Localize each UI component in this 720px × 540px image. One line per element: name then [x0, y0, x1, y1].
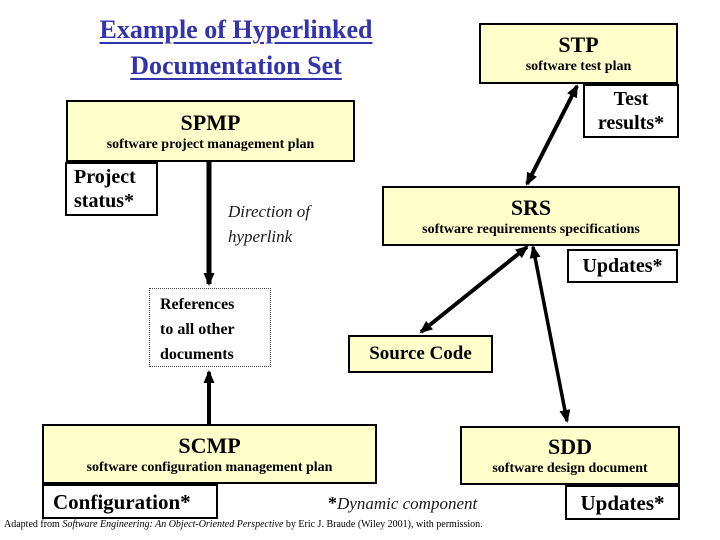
dynamic-component-note: *Dynamic component: [328, 493, 528, 514]
slide-title-line2: Documentation Set: [130, 51, 342, 80]
box-configuration: Configuration*: [42, 484, 218, 519]
box-updates-srs: Updates*: [567, 249, 678, 283]
box-updates-sdd: Updates*: [565, 485, 680, 520]
project-status-line2: status*: [74, 190, 135, 212]
test-results-line1: Test: [613, 88, 649, 110]
box-sdd-fullname: software design document: [492, 461, 648, 476]
box-test-results: Test results*: [583, 84, 679, 138]
references-line2: to all other: [160, 321, 235, 338]
box-scmp: SCMP software configuration management p…: [42, 424, 377, 484]
updates-sdd-label: Updates*: [580, 490, 665, 515]
box-project-status: Project status*: [65, 162, 158, 216]
references-line1: References: [160, 296, 235, 313]
box-scmp-abbr: SCMP: [178, 432, 241, 458]
dynamic-note-text: Dynamic component: [337, 494, 478, 513]
direction-label-line2: hyperlink: [228, 227, 293, 246]
box-sdd-abbr: SDD: [547, 434, 592, 459]
box-references: References to all other documents: [149, 288, 271, 367]
box-scmp-fullname: software configuration management plan: [86, 459, 333, 475]
box-source-code: Source Code: [348, 335, 493, 373]
box-spmp-abbr: SPMP: [180, 109, 241, 135]
updates-srs-label: Updates*: [582, 255, 663, 277]
attribution-prefix: Adapted from: [4, 519, 63, 530]
arrow-srs-sdd: [529, 245, 571, 423]
project-status-line1: Project: [74, 166, 136, 188]
box-srs: SRS software requirements specifications: [382, 186, 680, 246]
slide-title: Example of Hyperlinked Documentation Set: [58, 12, 414, 84]
direction-label-line1: Direction of: [228, 202, 310, 221]
arrow-stp-srs: [525, 84, 579, 186]
references-line3: documents: [160, 346, 234, 363]
configuration-label: Configuration*: [53, 489, 191, 514]
attribution-suffix: by Eric J. Braude (Wiley 2001), with per…: [283, 519, 483, 530]
dynamic-note-asterisk: *: [328, 493, 337, 513]
slide-title-line1: Example of Hyperlinked: [99, 15, 373, 44]
box-stp-fullname: software test plan: [525, 59, 632, 74]
box-stp-abbr: STP: [558, 32, 599, 57]
box-stp: STP software test plan: [479, 23, 678, 84]
direction-of-hyperlink-label: Direction of hyperlink: [228, 199, 358, 249]
test-results-line2: results*: [597, 112, 665, 134]
arrow-srs-source-code: [419, 245, 529, 334]
box-sdd: SDD software design document: [460, 426, 680, 485]
box-srs-abbr: SRS: [510, 194, 552, 220]
box-spmp-fullname: software project management plan: [106, 136, 315, 152]
attribution-footer: Adapted from Software Engineering: An Ob…: [4, 519, 564, 531]
box-srs-fullname: software requirements specifications: [422, 221, 640, 237]
box-spmp: SPMP software project management plan: [66, 100, 355, 162]
source-code-label: Source Code: [369, 343, 472, 364]
attribution-book-title: Software Engineering: An Object-Oriented…: [62, 519, 284, 530]
